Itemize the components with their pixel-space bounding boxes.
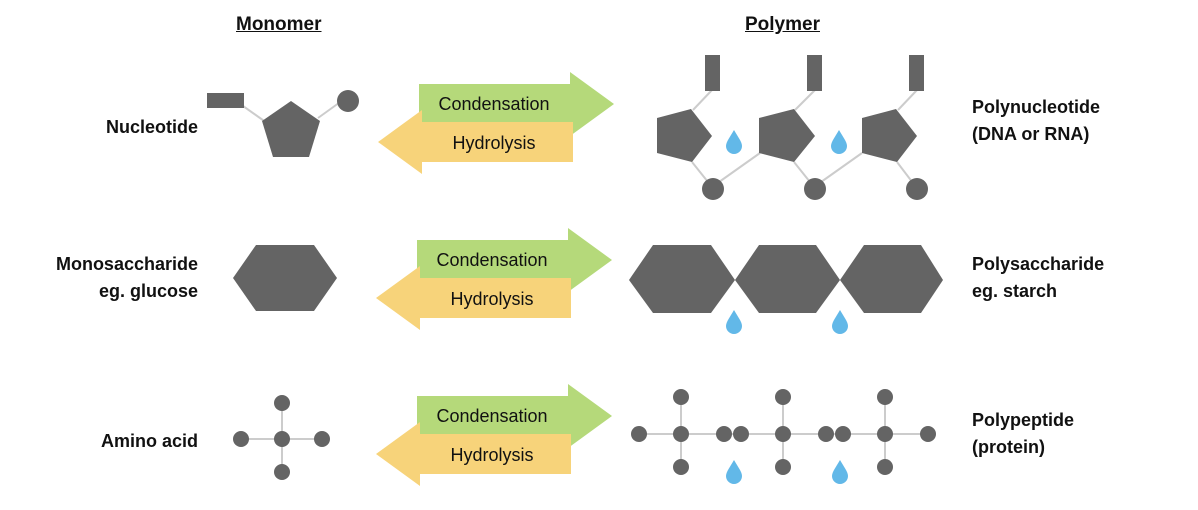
phosphate-rect <box>909 55 924 91</box>
reaction-arrows-row-1: Condensation Hydrolysis <box>378 72 614 174</box>
pentose-pentagon <box>657 109 712 162</box>
label-line: (DNA or RNA) <box>972 124 1090 144</box>
pentose-pentagon <box>759 109 815 162</box>
hydrolysis-arrow <box>376 266 571 330</box>
label-line: (protein) <box>972 437 1045 457</box>
water-drop-icon <box>832 310 848 334</box>
hydrolysis-arrow <box>378 110 573 174</box>
reaction-arrows-row-3: Condensation Hydrolysis <box>376 384 612 486</box>
condensation-label: Condensation <box>436 406 547 426</box>
amino-acid-monomer <box>233 395 330 480</box>
polymer-label-polypeptide: Polypeptide (protein) <box>972 407 1074 461</box>
base-circle <box>702 178 724 200</box>
atom <box>274 464 290 480</box>
condensation-label: Condensation <box>436 250 547 270</box>
nucleotide-monomer <box>207 90 359 157</box>
water-drop-icon <box>726 310 742 334</box>
phosphate-rect <box>207 93 244 108</box>
base-circle <box>337 90 359 112</box>
water-drop-icon <box>726 130 742 154</box>
label-line: Polynucleotide <box>972 97 1101 117</box>
label-line: eg. glucose <box>98 281 198 301</box>
hydrolysis-label: Hydrolysis <box>450 289 533 309</box>
glucose-hexagon <box>629 245 735 313</box>
pentose-pentagon <box>262 101 320 157</box>
monomer-label-amino-acid: Amino acid <box>101 428 198 455</box>
monosaccharide-monomer <box>233 245 337 311</box>
water-drop-icon <box>726 460 742 484</box>
polymer-label-polysaccharide: Polysaccharide eg. starch <box>972 251 1104 305</box>
pentose-pentagon <box>862 109 917 162</box>
atom <box>314 431 330 447</box>
polymer-label-polynucleotide: Polynucleotide (DNA or RNA) <box>972 94 1100 148</box>
atom <box>274 431 290 447</box>
label-line: Polysaccharide <box>972 254 1105 274</box>
polynucleotide-polymer <box>657 55 928 200</box>
monomer-header: Monomer <box>236 14 322 35</box>
label-line: Amino acid <box>100 431 198 451</box>
hydrolysis-label: Hydrolysis <box>450 445 533 465</box>
hydrolysis-arrow <box>376 422 571 486</box>
label-line: Monosaccharide <box>55 254 198 274</box>
water-drop-icon <box>831 130 847 154</box>
base-circle <box>804 178 826 200</box>
label-line: Polypeptide <box>972 410 1075 430</box>
condensation-label: Condensation <box>438 94 549 114</box>
phosphate-rect <box>807 55 822 91</box>
glucose-hexagon <box>233 245 337 311</box>
polypeptide-polymer <box>631 389 936 484</box>
reaction-arrows-row-2: Condensation Hydrolysis <box>376 228 612 330</box>
atom <box>274 395 290 411</box>
label-line: eg. starch <box>972 281 1058 301</box>
base-circle <box>906 178 928 200</box>
glucose-hexagon <box>735 245 840 313</box>
polysaccharide-polymer <box>629 245 943 334</box>
water-drop-icon <box>832 460 848 484</box>
atom <box>233 431 249 447</box>
monomer-label-monosaccharide: Monosaccharide eg. glucose <box>56 251 198 305</box>
condensation-arrow <box>419 72 614 136</box>
atoms <box>631 389 936 475</box>
condensation-arrow <box>417 228 612 292</box>
phosphate-rect <box>705 55 720 91</box>
condensation-arrow <box>417 384 612 448</box>
glucose-hexagon <box>840 245 943 313</box>
polymer-header: Polymer <box>745 14 820 35</box>
label-line: Nucleotide <box>105 117 198 137</box>
monomer-label-nucleotide: Nucleotide <box>106 114 198 141</box>
hydrolysis-label: Hydrolysis <box>452 133 535 153</box>
